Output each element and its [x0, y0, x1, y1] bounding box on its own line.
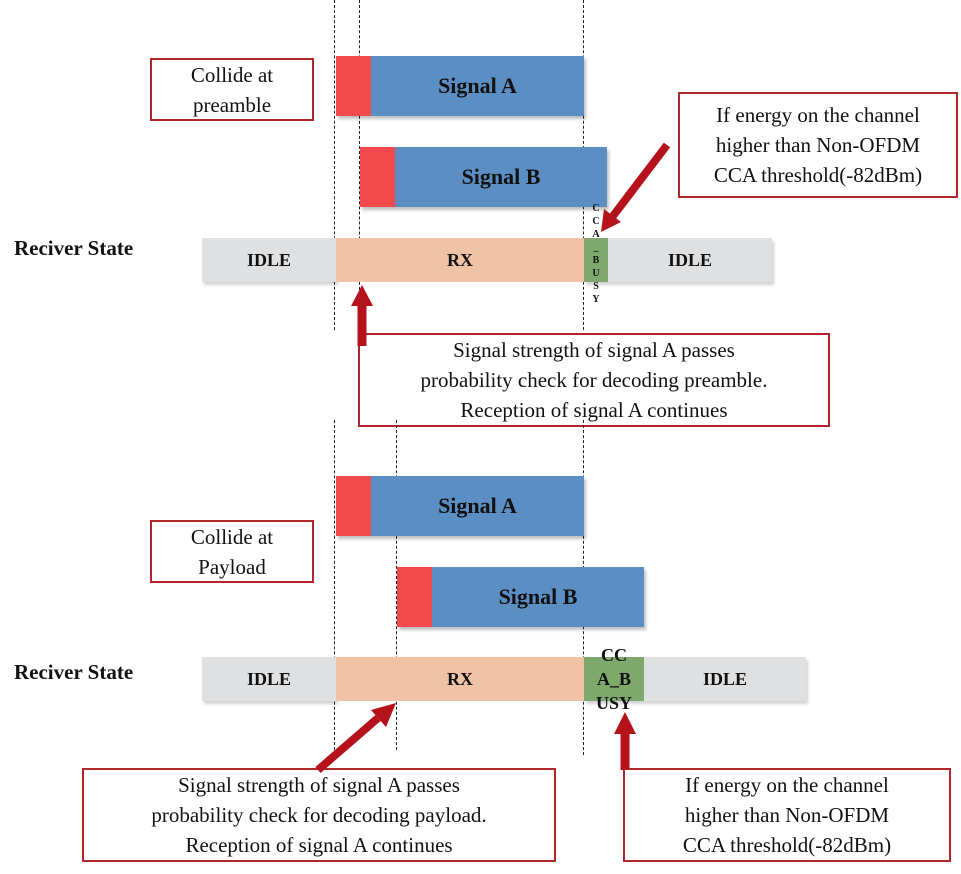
bottom-state-idle-2: IDLE — [644, 657, 806, 701]
top-signal-b-bar: Signal B — [360, 147, 607, 207]
bottom-signal-a-preamble — [336, 476, 371, 536]
bottom-collide-line-1: Collide at — [190, 524, 274, 549]
bottom-signal-a-label: Signal A — [438, 493, 517, 518]
top-energy-arrow-head — [601, 209, 621, 232]
top-cca-char-2: C — [592, 216, 600, 227]
top-strength-line-3: Reception of signal A continues — [460, 398, 728, 422]
top-energy-line-3: CCA threshold(-82dBm) — [713, 163, 923, 187]
bottom-signal-a-bar: Signal A — [336, 476, 584, 536]
bottom-state-idle-1-label: IDLE — [246, 668, 291, 689]
top-cca-char-3: A — [592, 229, 600, 240]
bottom-signal-b-bar: Signal B — [397, 567, 644, 627]
bottom-energy-arrow-head — [614, 712, 636, 734]
top-cca-char-1: C — [592, 203, 600, 214]
bottom-energy-line-2: higher than Non-OFDM — [684, 803, 890, 827]
top-cca-char-8: Y — [592, 294, 600, 305]
bottom-strength-arrow-head — [371, 703, 396, 727]
bottom-strength-line-3: Reception of signal A continues — [185, 833, 453, 857]
bottom-state-cca-busy-label: CC A_B USY — [584, 643, 644, 715]
top-state-idle-1: IDLE — [202, 238, 336, 282]
top-dashed-line-1 — [334, 0, 335, 330]
top-state-cca-busy-label: C C A _ B U S Y — [586, 202, 606, 306]
top-energy-line-1: If energy on the channel — [716, 103, 920, 127]
bottom-cca-line-3: USY — [595, 693, 632, 713]
top-energy-line-2: higher than Non-OFDM — [715, 133, 921, 157]
top-signal-b-label: Signal B — [461, 164, 541, 189]
bottom-state-cca-busy — [584, 657, 644, 701]
bottom-energy-note-box: If energy on the channel higher than Non… — [623, 768, 951, 862]
top-signal-a-label: Signal A — [438, 73, 517, 98]
top-strength-arrow-head — [351, 285, 373, 306]
top-collide-line-2: preamble — [192, 92, 272, 117]
bottom-state-idle-1: IDLE — [202, 657, 336, 701]
bottom-energy-line-3: CCA threshold(-82dBm) — [682, 833, 892, 857]
top-energy-arrow — [609, 142, 671, 219]
bottom-dashed-line-1 — [334, 420, 335, 750]
bottom-state-rx: RX — [336, 657, 584, 701]
bottom-energy-line-1: If energy on the channel — [685, 773, 889, 797]
top-energy-note-box: If energy on the channel higher than Non… — [678, 92, 958, 198]
top-strength-line-1: Signal strength of signal A passes — [453, 338, 735, 362]
bottom-state-idle-2-label: IDLE — [702, 668, 747, 689]
bottom-strength-line-2: probability check for decoding payload. — [151, 803, 487, 827]
top-signal-a-preamble — [336, 56, 371, 116]
bottom-signal-b-label: Signal B — [498, 584, 578, 609]
bottom-collide-label-box: Collide at Payload — [150, 520, 314, 583]
top-receiver-state-label: Reciver State — [14, 236, 134, 260]
bottom-strength-note-box: Signal strength of signal A passes proba… — [82, 768, 556, 862]
bottom-state-rx-label: RX — [447, 668, 473, 689]
top-cca-char-6: U — [592, 268, 600, 279]
bottom-cca-line-2: A_B — [596, 669, 631, 689]
top-strength-line-2: probability check for decoding preamble. — [420, 368, 768, 392]
bottom-cca-line-1: CC — [601, 645, 627, 665]
top-cca-char-4: _ — [593, 242, 599, 253]
bottom-dashed-line-2 — [396, 420, 397, 750]
top-strength-note-box: Signal strength of signal A passes proba… — [358, 333, 830, 427]
bottom-strength-line-1: Signal strength of signal A passes — [178, 773, 460, 797]
top-dashed-line-2 — [359, 0, 360, 300]
top-state-idle-1-label: IDLE — [246, 249, 291, 270]
top-cca-char-5: B — [592, 255, 600, 266]
top-collide-label-box: Collide at preamble — [150, 58, 314, 121]
top-collide-line-1: Collide at — [190, 62, 274, 87]
top-cca-char-7: S — [593, 281, 599, 292]
top-state-cca-busy — [584, 238, 608, 282]
top-signal-b-preamble — [360, 147, 395, 207]
top-state-idle-2-label: IDLE — [667, 249, 712, 270]
bottom-strength-arrow — [315, 714, 381, 774]
bottom-receiver-state-label: Reciver State — [14, 660, 134, 684]
top-signal-a-bar: Signal A — [336, 56, 584, 116]
top-state-rx: RX — [336, 238, 584, 282]
top-state-rx-label: RX — [447, 249, 473, 270]
top-state-idle-2: IDLE — [608, 238, 772, 282]
bottom-signal-b-preamble — [397, 567, 432, 627]
bottom-collide-line-2: Payload — [198, 554, 266, 579]
